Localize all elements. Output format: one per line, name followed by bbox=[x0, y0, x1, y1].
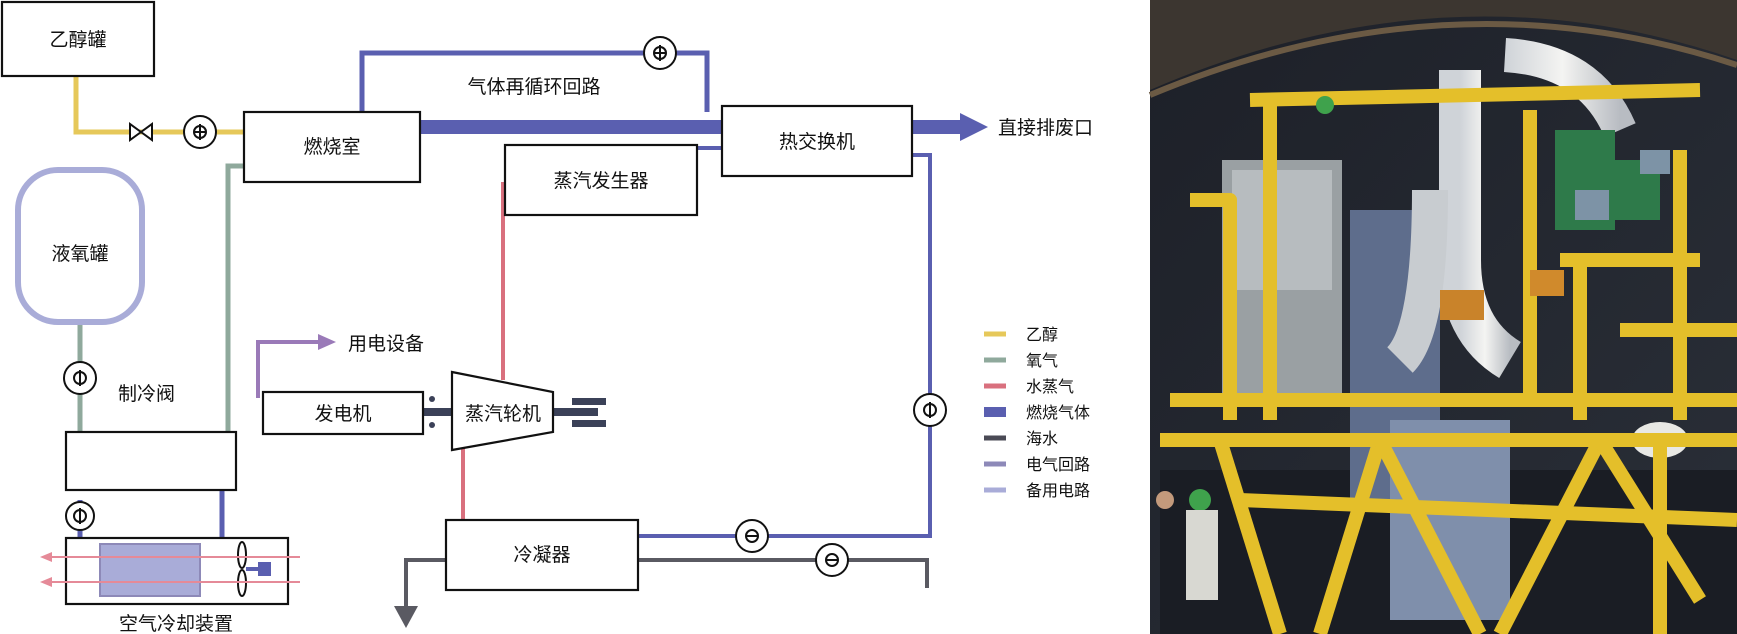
pump-icon bbox=[183, 115, 217, 149]
ethanol-line bbox=[73, 75, 244, 135]
seawater-outlet-line bbox=[404, 558, 446, 612]
engine-photo bbox=[1148, 0, 1737, 634]
pump-icon bbox=[735, 519, 769, 553]
shaft-plate-top bbox=[572, 398, 606, 405]
pump-icon bbox=[913, 393, 947, 427]
generator-box bbox=[261, 390, 425, 436]
cooling-core bbox=[99, 543, 201, 597]
seawater-line bbox=[638, 558, 929, 588]
ethanol-tank-label: 乙醇罐 bbox=[49, 29, 106, 51]
direct-exhaust-label: 直接排废口 bbox=[998, 117, 1093, 139]
ethanol-valve-icon bbox=[129, 122, 153, 142]
generator-label: 发电机 bbox=[314, 403, 371, 425]
steam-generator-label: 蒸汽发生器 bbox=[553, 170, 648, 192]
refrigeration-valve-label: 制冷阀 bbox=[118, 383, 175, 405]
power-equipment-label: 用电设备 bbox=[348, 333, 424, 355]
legend-label: 备用电路 bbox=[1026, 481, 1090, 500]
fan-blade-top bbox=[237, 541, 247, 569]
legend-item: 备用电路 bbox=[984, 481, 1090, 500]
combustion-chamber-label: 燃烧室 bbox=[303, 136, 360, 158]
heat-exchanger-label: 热交换机 bbox=[779, 131, 855, 153]
refrigeration-box bbox=[64, 430, 238, 492]
air-arrowhead-bottom bbox=[40, 577, 52, 587]
electric-arrowhead bbox=[318, 334, 336, 350]
coupling-dot-bottom bbox=[429, 422, 435, 428]
legend-label: 燃烧气体 bbox=[1026, 403, 1090, 422]
legend-label: 海水 bbox=[1026, 429, 1058, 448]
fan-motor bbox=[258, 562, 271, 576]
air-arrowhead-top bbox=[40, 552, 52, 562]
legend-label: 水蒸气 bbox=[1026, 377, 1074, 396]
exhaust-arrowhead bbox=[960, 113, 988, 141]
legend-label: 电气回路 bbox=[1026, 455, 1090, 474]
coupling-dot-top bbox=[429, 396, 435, 402]
legend-item: 氧气 bbox=[984, 351, 1058, 370]
legend-label: 乙醇 bbox=[1026, 325, 1058, 344]
heat-exchanger-box bbox=[720, 104, 914, 178]
lox-tank-label: 液氧罐 bbox=[51, 243, 108, 265]
air-cooling-label: 空气冷却装置 bbox=[119, 613, 233, 634]
legend-item: 海水 bbox=[984, 429, 1058, 448]
combustion-chamber-box bbox=[242, 110, 422, 184]
seawater-outlet-arrowhead bbox=[394, 606, 418, 628]
condenser-box bbox=[444, 518, 640, 592]
pump-icon bbox=[63, 361, 97, 395]
legend-item: 水蒸气 bbox=[984, 377, 1074, 396]
pump-icon bbox=[815, 543, 849, 577]
gas-recirculation-label: 气体再循环回路 bbox=[467, 76, 600, 98]
legend-label: 氧气 bbox=[1026, 351, 1058, 370]
ethanol-tank-box bbox=[0, 0, 156, 78]
legend-item: 电气回路 bbox=[984, 455, 1090, 474]
legend-item: 燃烧气体 bbox=[984, 403, 1090, 422]
steam-turbine-label: 蒸汽轮机 bbox=[465, 403, 541, 425]
steam-turbine-shape bbox=[450, 370, 555, 452]
pump-icon bbox=[65, 501, 95, 531]
flow-diagram: 乙醇罐 燃烧室 气体再循环回路 热交换机 直接排废口 蒸汽发生器 液氧罐 用电设… bbox=[0, 0, 1093, 634]
hx-return-line bbox=[638, 153, 932, 538]
electric-line bbox=[256, 340, 320, 398]
lox-tank-shape bbox=[15, 167, 145, 325]
steam-generator-box bbox=[503, 143, 699, 217]
pump-icon bbox=[643, 36, 677, 70]
legend-item: 乙醇 bbox=[984, 325, 1058, 344]
gas-recirculation-line bbox=[359, 50, 710, 112]
condenser-label: 冷凝器 bbox=[513, 544, 570, 566]
shaft-plate-bottom bbox=[572, 420, 606, 427]
